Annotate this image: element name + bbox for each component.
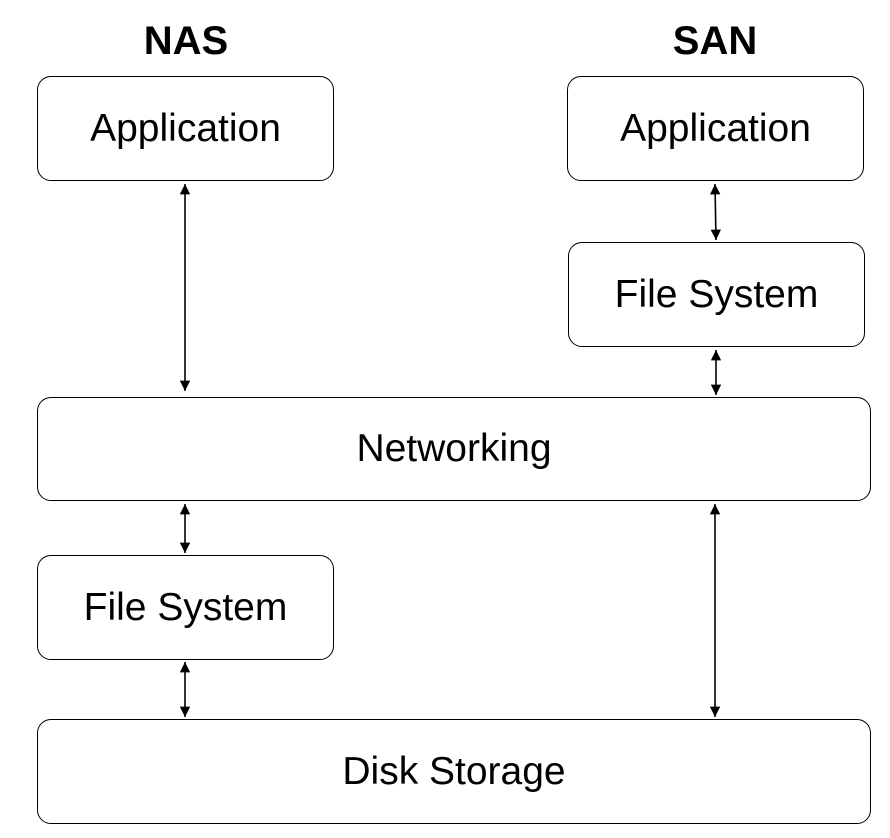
disk-storage-label: Disk Storage: [342, 749, 566, 793]
nas-file-system-box: File System: [37, 555, 334, 660]
nas-application-box: Application: [37, 76, 334, 181]
nas-heading: NAS: [143, 19, 229, 63]
nas-application-label: Application: [90, 106, 281, 150]
san-heading: SAN: [672, 19, 758, 63]
san-file-system-label: File System: [614, 272, 819, 316]
networking-box: Networking: [37, 397, 871, 501]
san-application-label: Application: [620, 106, 811, 150]
nas-file-system-label: File System: [83, 585, 288, 629]
san-application-box: Application: [567, 76, 864, 181]
disk-storage-box: Disk Storage: [37, 719, 871, 824]
san-application-filesystem-arrow: [709, 183, 722, 241]
networking-label: Networking: [356, 427, 552, 470]
san-file-system-box: File System: [568, 242, 865, 347]
